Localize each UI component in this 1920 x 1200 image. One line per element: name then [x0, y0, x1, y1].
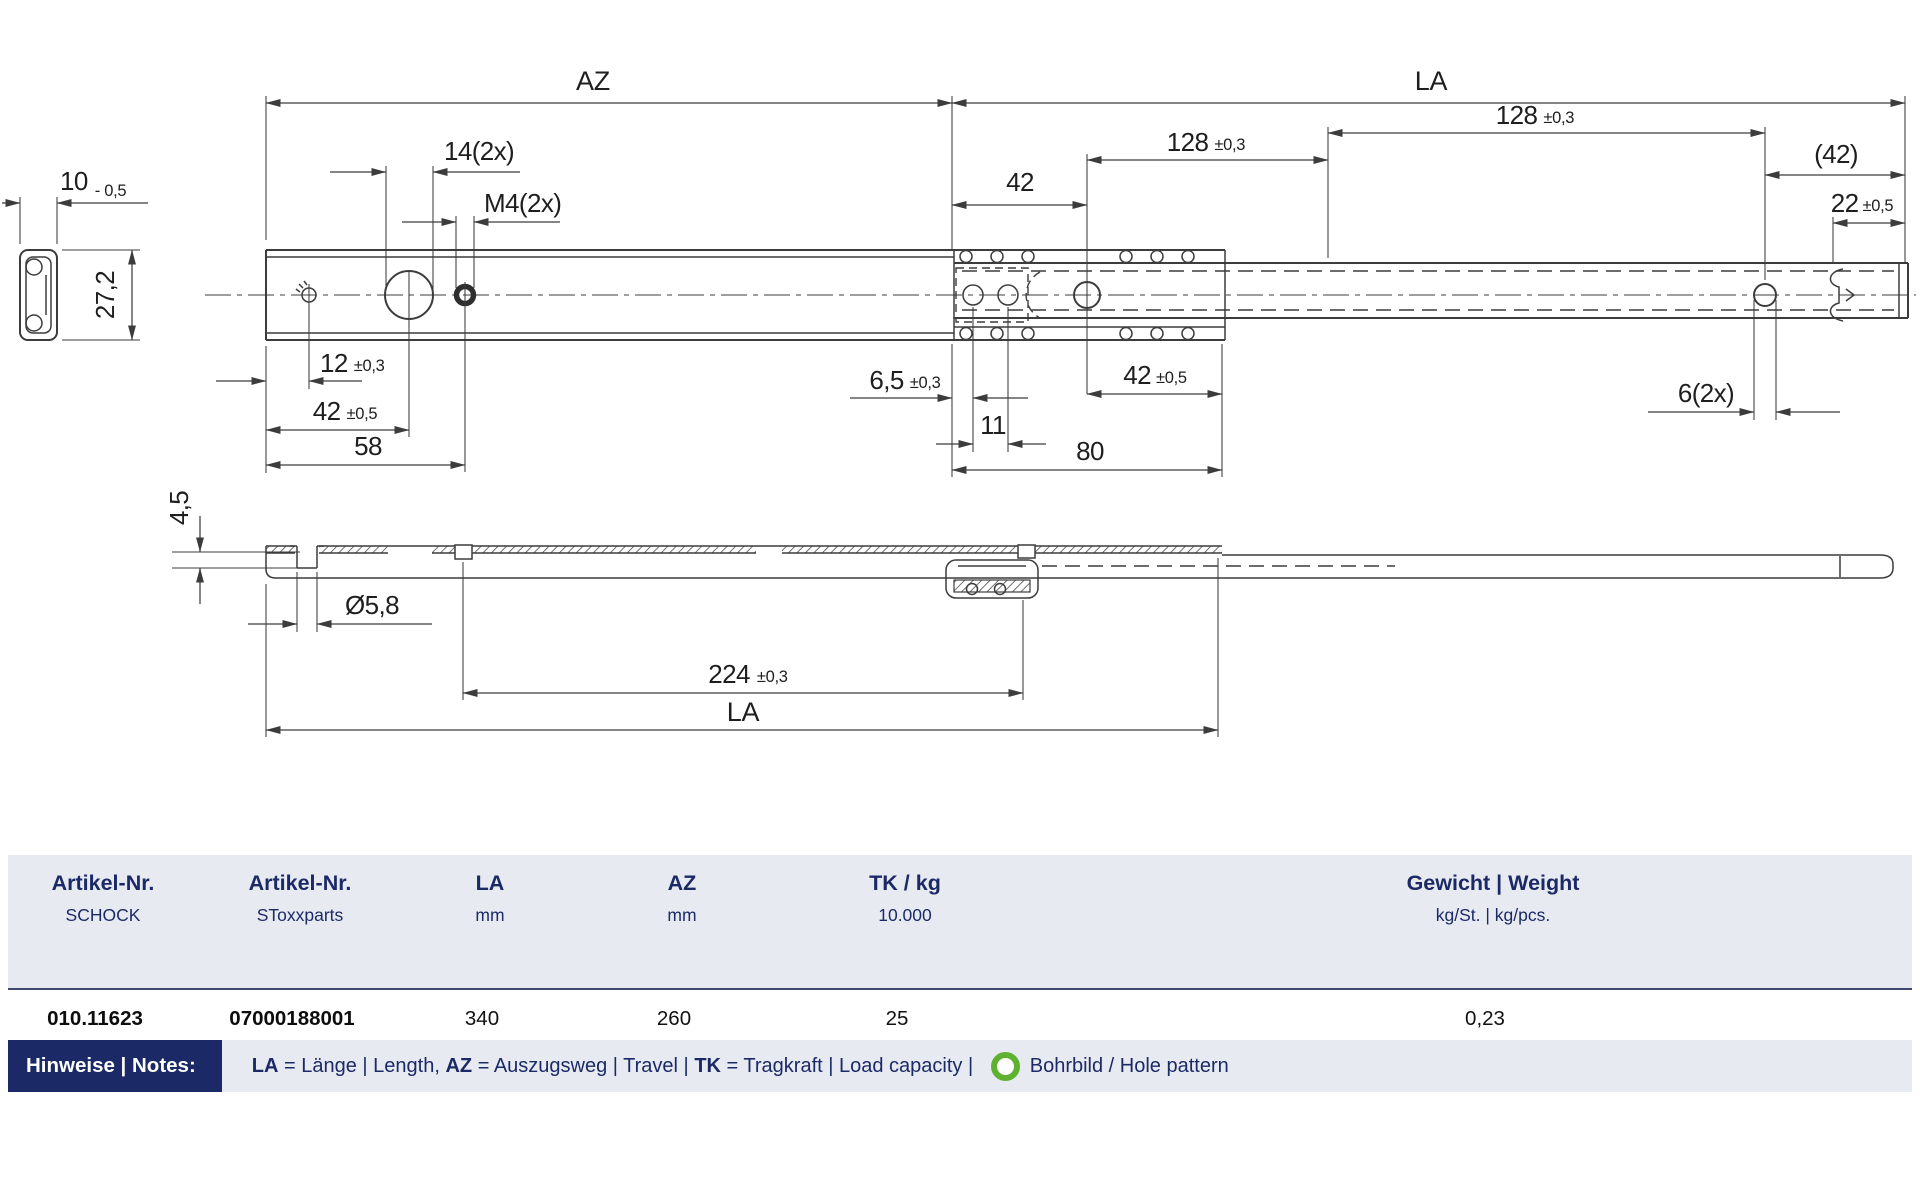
dim-14: 14(2x)	[330, 136, 520, 290]
notes-label: Hinweise | Notes:	[8, 1040, 222, 1092]
col-sub: kg/St. | kg/pcs.	[1435, 905, 1551, 925]
dim-4-5: 4,5	[164, 491, 300, 604]
col-sub: mm	[475, 905, 505, 925]
col-title: Gewicht | Weight	[1406, 871, 1580, 895]
dim-42-right-label: 42±0,5	[1123, 360, 1187, 390]
top-view	[205, 249, 1916, 341]
col-az: AZ mm	[667, 871, 696, 926]
dim-22-label: 22±0,5	[1831, 188, 1894, 218]
dim-6: 6(2x)	[1648, 300, 1840, 420]
col-la: LA mm	[475, 871, 504, 926]
mount-tab	[1017, 544, 1036, 559]
hole-pattern-icon	[990, 1051, 1020, 1081]
dim-11: 11	[936, 307, 1046, 452]
col-artikel-schock: Artikel-Nr. SCHOCK	[52, 871, 155, 926]
cell-weight: 0,23	[1465, 1007, 1505, 1030]
hole-notch	[290, 545, 324, 569]
dim-5-8: Ø5,8	[248, 572, 432, 632]
table-row: 010.11623 07000188001 340 260 25 0,23	[0, 997, 1920, 1039]
dim-m4-label: M4(2x)	[484, 188, 561, 218]
cell-artikel-schock: 010.11623	[47, 1007, 143, 1030]
cell-tk: 25	[885, 1007, 909, 1030]
notes-text: LA = Länge | Length, AZ = Auszugsweg | T…	[251, 1051, 1229, 1081]
col-sub: SToxxparts	[256, 905, 344, 925]
dim-42-mid-label: 42	[1006, 167, 1034, 197]
dim-6-5: 6,5±0,3	[850, 307, 1028, 477]
dim-27-2: 27,2	[62, 249, 140, 341]
dim-la-bottom-label: LA	[727, 697, 760, 727]
dim-80-label: 80	[1076, 436, 1104, 466]
dim-224-label: 224±0,3	[708, 659, 788, 689]
dim-42-paren: (42)	[1764, 139, 1906, 179]
dim-4-5-label: 4,5	[164, 491, 194, 525]
dim-42-mid: 42	[951, 167, 1088, 209]
cell-artikel-stoxx: 07000188001	[229, 1007, 355, 1030]
col-title: Artikel-Nr.	[248, 871, 352, 895]
dim-az: AZ	[265, 66, 953, 250]
notes-bar: Hinweise | Notes: LA = Länge | Length, A…	[8, 1040, 1912, 1092]
notes-hole-pattern: Bohrbild / Hole pattern	[1029, 1054, 1229, 1077]
dim-6-5-label: 6,5±0,3	[869, 365, 940, 395]
col-weight: Gewicht | Weight kg/St. | kg/pcs.	[1407, 871, 1580, 926]
dim-11-label: 11	[980, 410, 1006, 440]
technical-drawing: 10- 0,5 27,2	[2, 66, 1916, 737]
dim-80: 80	[951, 436, 1223, 474]
cell-az: 260	[656, 1007, 692, 1030]
dim-58: 58	[265, 282, 466, 472]
dim-27-2-label: 27,2	[90, 271, 120, 319]
dim-14-label: 14(2x)	[444, 136, 514, 166]
col-title: Artikel-Nr.	[51, 871, 155, 895]
dim-12-label: 12±0,3	[320, 348, 385, 378]
notes-text-az: = Auszugsweg | Travel |	[472, 1054, 695, 1077]
notes-key-la: LA	[251, 1054, 279, 1077]
col-title: AZ	[667, 871, 697, 895]
side-carriage	[945, 559, 1039, 599]
dim-10-label: 10- 0,5	[60, 166, 126, 200]
notes-key-az: AZ	[445, 1054, 473, 1077]
dim-10: 10- 0,5	[2, 166, 148, 244]
dim-5-8-label: Ø5,8	[345, 590, 399, 620]
dim-42-left: 42±0,5	[265, 272, 410, 437]
table-divider	[8, 988, 1912, 990]
cell-la: 340	[464, 1007, 500, 1030]
dim-6-label: 6(2x)	[1678, 378, 1734, 408]
dim-128-outer-label: 128±0,3	[1496, 100, 1575, 130]
dim-12: 12±0,3	[216, 284, 385, 473]
col-sub: 10.000	[878, 905, 932, 925]
col-sub: mm	[667, 905, 697, 925]
rear-mount-hole	[1753, 283, 1777, 307]
col-tk: TK / kg 10.000	[869, 871, 941, 926]
dim-128-inner: 128±0,3	[1086, 127, 1329, 394]
dim-224: 224±0,3	[462, 562, 1024, 700]
col-sub: SCHOCK	[65, 905, 141, 925]
dim-42-right: 42±0,5	[1086, 344, 1223, 477]
dim-128-inner-label: 128±0,3	[1167, 127, 1246, 157]
notes-text-tk: = Tragkraft | Load capacity |	[720, 1054, 979, 1077]
dim-128-outer: 128±0,3	[1327, 100, 1766, 280]
dim-la: LA	[951, 66, 1906, 263]
dim-22: 22±0,5	[1831, 188, 1906, 262]
outer-rail	[962, 263, 1909, 322]
col-title: TK / kg	[869, 871, 941, 895]
dim-58-label: 58	[354, 431, 382, 461]
small-hole	[295, 280, 317, 303]
notes-text-la: = Länge | Length,	[278, 1054, 446, 1077]
cross-section-view	[19, 249, 58, 341]
table-header-band: Artikel-Nr. SCHOCK Artikel-Nr. SToxxpart…	[8, 855, 1912, 988]
dim-az-label: AZ	[576, 66, 610, 96]
dim-m4: M4(2x)	[402, 188, 562, 288]
col-title: LA	[475, 871, 505, 895]
notes-key-tk: TK	[694, 1054, 721, 1077]
side-view	[265, 544, 1894, 599]
dim-42-paren-label: (42)	[1814, 139, 1858, 169]
col-artikel-stoxx: Artikel-Nr. SToxxparts	[249, 871, 352, 926]
dim-la-bottom: LA	[265, 558, 1219, 737]
dim-la-label: LA	[1415, 66, 1448, 96]
mount-tab	[454, 544, 473, 560]
retainer-clip	[1829, 268, 1856, 322]
dim-42-left-label: 42±0,5	[313, 396, 378, 426]
